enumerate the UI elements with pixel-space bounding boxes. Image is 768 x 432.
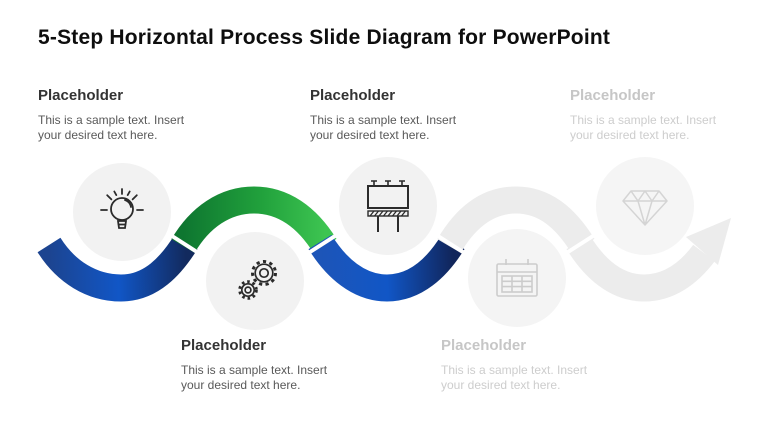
step-circle-4: [468, 229, 566, 327]
placeholder-body-line: your desired text here.: [441, 377, 561, 392]
placeholder-block-3: Placeholder This is a sample text. Inser…: [310, 88, 510, 143]
placeholder-body-line: your desired text here.: [570, 127, 690, 142]
calendar-icon: [496, 259, 538, 297]
ribbon-joint-gaps: [170, 234, 595, 254]
lightbulb-icon: [100, 188, 144, 229]
step-circle-3: [339, 157, 437, 255]
ribbon-segment-2-green: [171, 186, 337, 254]
placeholder-heading: Placeholder: [570, 87, 656, 104]
billboard-icon: [367, 180, 409, 232]
placeholder-block-4: Placeholder This is a sample text. Inser…: [441, 338, 641, 393]
ribbon-segment-1-blue: [37, 234, 198, 302]
placeholder-heading: Placeholder: [310, 87, 396, 104]
step-circle-5: [596, 157, 694, 255]
process-ribbon: [37, 186, 715, 302]
placeholder-block-2: Placeholder This is a sample text. Inser…: [181, 338, 381, 393]
placeholder-body: This is a sample text. Insert your desir…: [570, 113, 768, 143]
placeholder-body: This is a sample text. Insert your desir…: [38, 113, 238, 143]
placeholder-body-line: your desired text here.: [310, 127, 430, 142]
ribbon-segment-3-blue: [308, 234, 465, 302]
placeholder-heading: Placeholder: [38, 87, 124, 104]
placeholder-body-line: your desired text here.: [181, 377, 301, 392]
step-circle-1: [73, 163, 171, 261]
ribbon-segment-4-gray: [437, 186, 595, 254]
placeholder-block-5: Placeholder This is a sample text. Inser…: [570, 88, 768, 143]
placeholder-body-line: This is a sample text. Insert: [181, 362, 328, 377]
diamond-icon: [622, 190, 668, 226]
placeholder-body-line: This is a sample text. Insert: [38, 112, 185, 127]
slide-title: 5-Step Horizontal Process Slide Diagram …: [38, 26, 611, 49]
placeholder-body-line: This is a sample text. Insert: [570, 112, 717, 127]
placeholder-heading: Placeholder: [441, 337, 527, 354]
placeholder-body: This is a sample text. Insert your desir…: [310, 113, 510, 143]
placeholder-body-line: This is a sample text. Insert: [441, 362, 588, 377]
ribbon-segment-5-gray: [566, 234, 715, 302]
placeholder-body-line: your desired text here.: [38, 127, 158, 142]
placeholder-body: This is a sample text. Insert your desir…: [181, 363, 381, 393]
placeholder-heading: Placeholder: [181, 337, 267, 354]
placeholder-block-1: Placeholder This is a sample text. Inser…: [38, 88, 238, 143]
placeholder-body-line: This is a sample text. Insert: [310, 112, 457, 127]
arrow-head-icon: [686, 218, 731, 265]
placeholder-body: This is a sample text. Insert your desir…: [441, 363, 641, 393]
gears-icon: [238, 260, 277, 300]
